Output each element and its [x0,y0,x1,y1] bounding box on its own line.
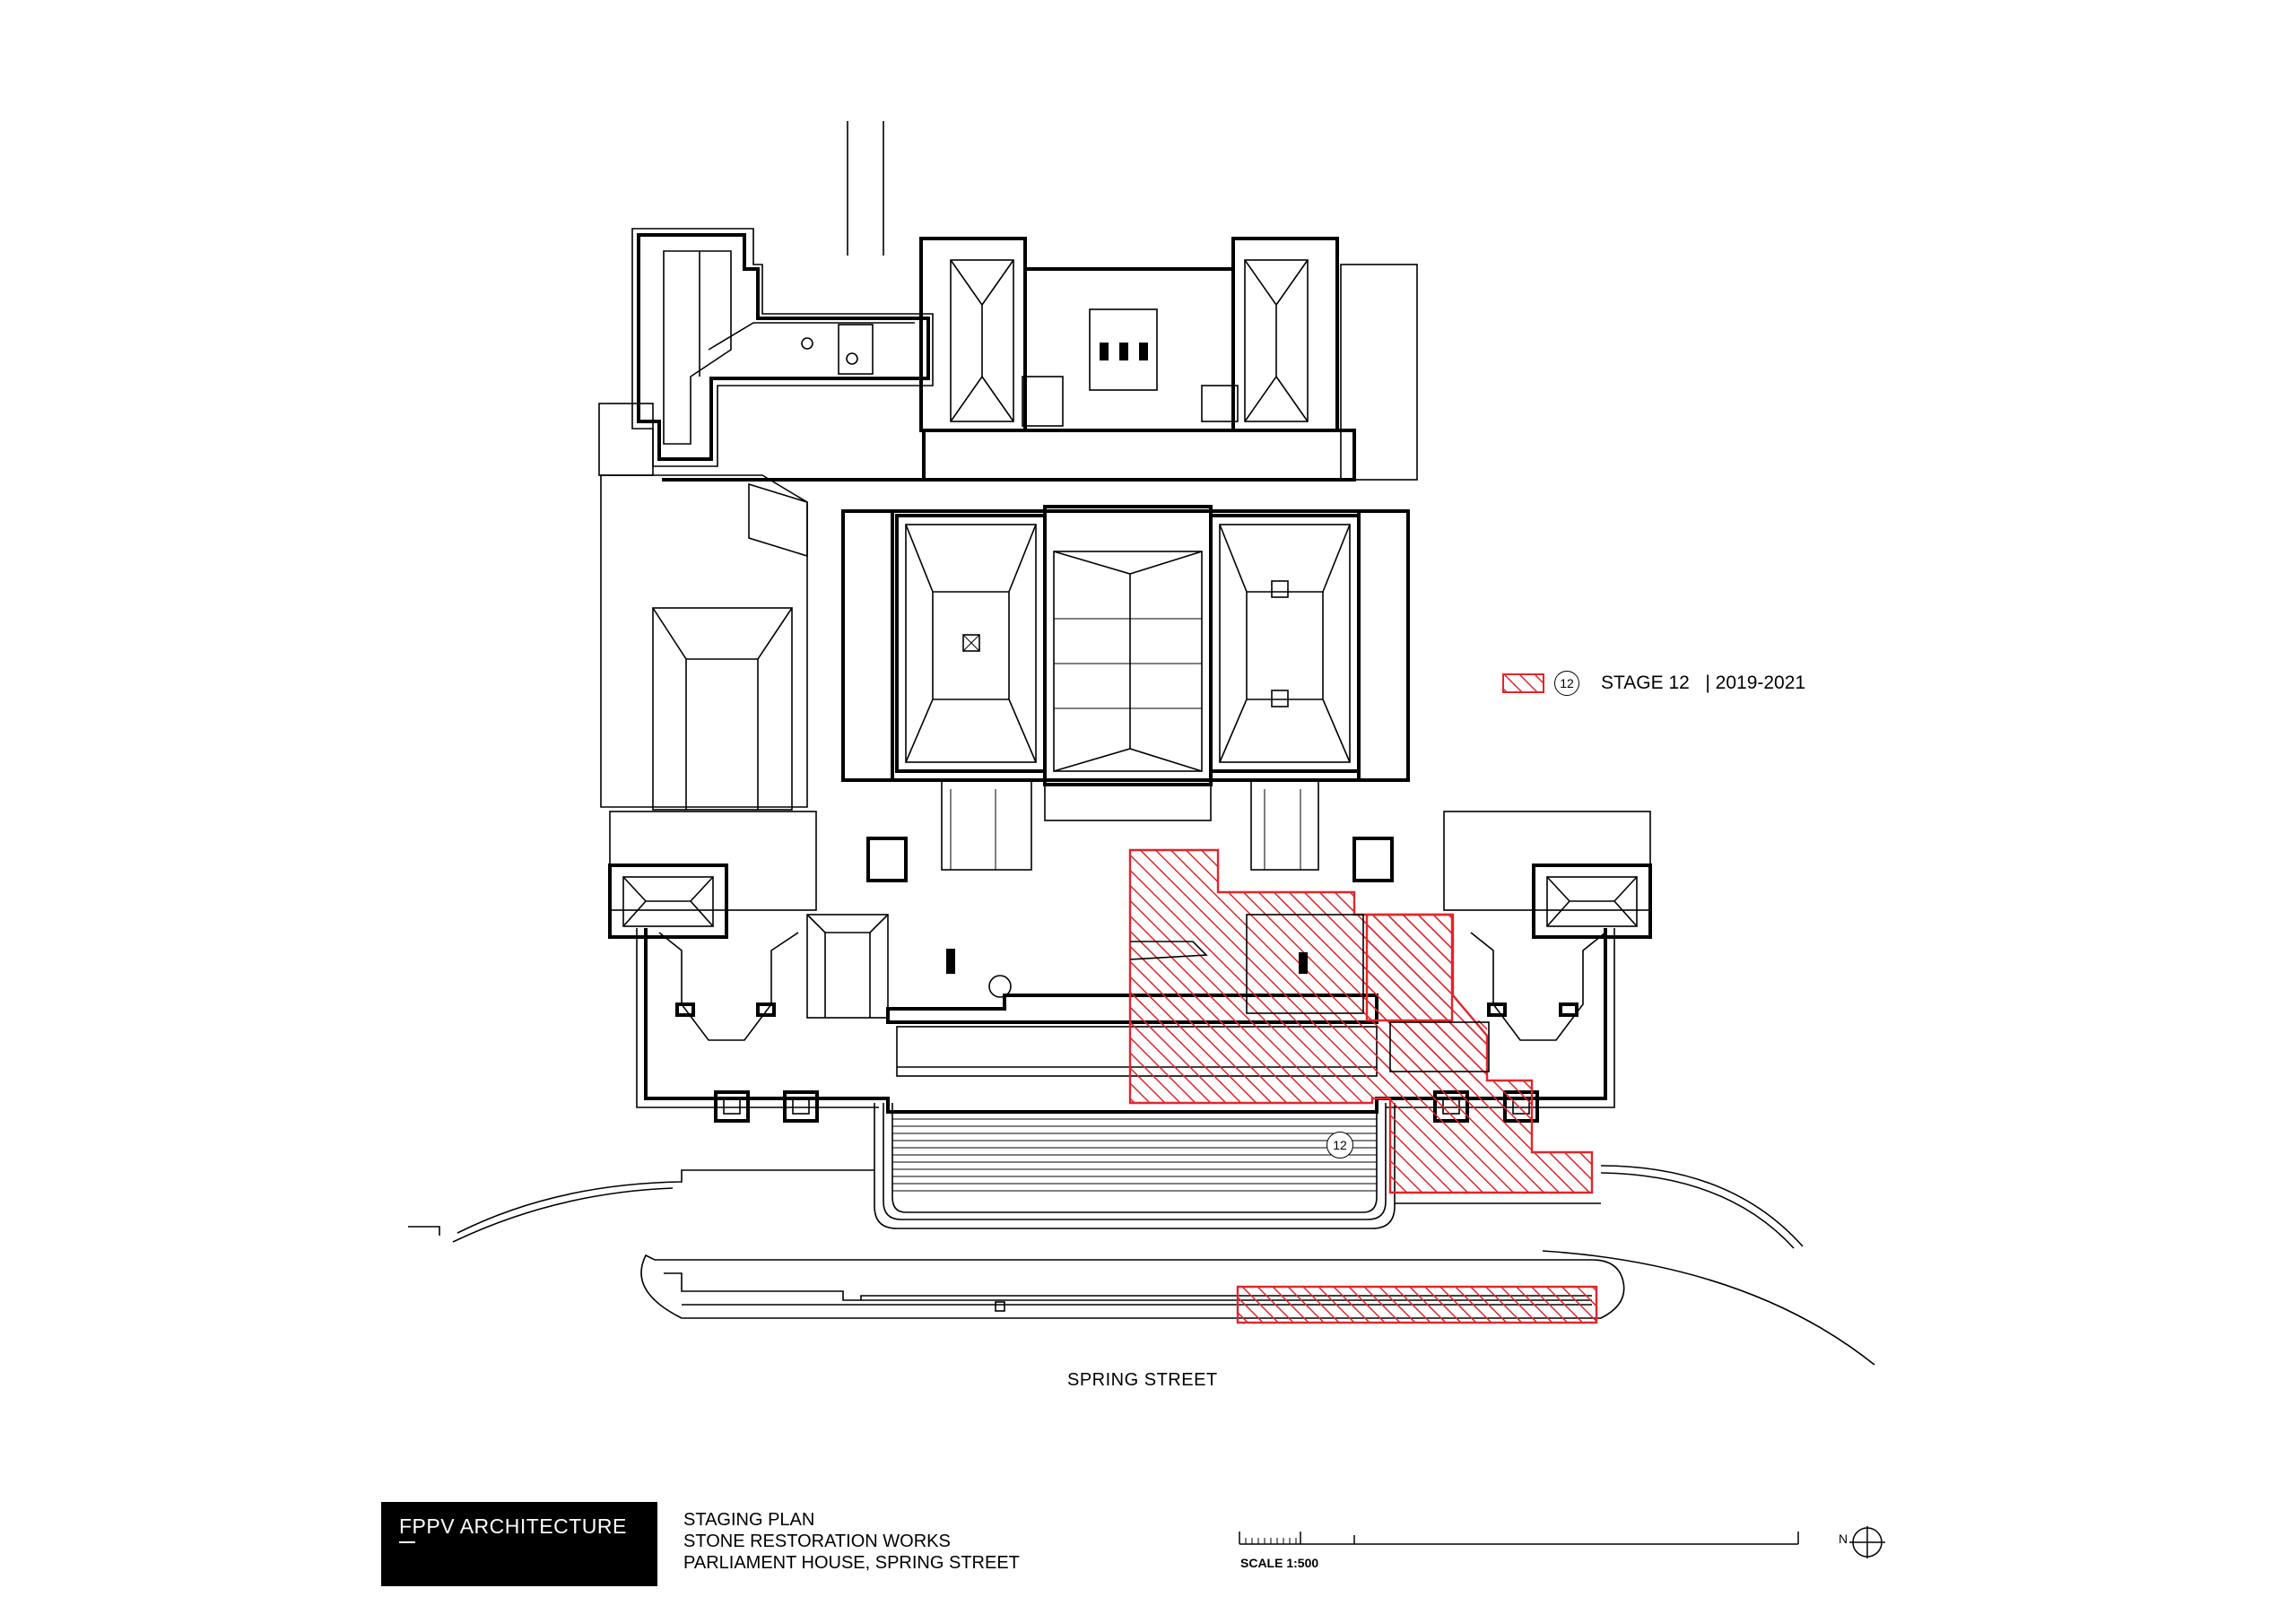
street-label: SPRING STREET [1067,1370,1218,1390]
stage-12-scaffold-area [1128,848,1598,1324]
firm-underline [399,1541,415,1543]
north-label: N [1839,1532,1848,1546]
legend-stage-number: 12 [1554,671,1579,696]
front-steps [874,1103,1396,1229]
north-wing [598,121,1418,482]
project-line-1: STAGING PLAN [683,1510,815,1530]
title-block-firm: FPPV ARCHITECTURE [381,1502,657,1586]
street-kerbs [408,1165,1875,1366]
scale-label: SCALE 1:500 [1240,1556,1319,1570]
legend-stage-text: STAGE 12 | 2019-2021 [1601,673,1805,694]
legend-separator: | [1705,673,1710,693]
firm-name: FPPV ARCHITECTURE [399,1515,627,1538]
legend-period: 2019-2021 [1715,673,1806,693]
stage-callout-marker: 12 [1326,1132,1353,1159]
legend-stage-label: STAGE 12 [1601,673,1690,693]
central-halls [600,474,1410,882]
project-line-2: STONE RESTORATION WORKS [683,1532,951,1551]
project-line-3: PARLIAMENT HOUSE, SPRING STREET [683,1553,1020,1573]
legend-hatch-swatch [1502,673,1544,693]
north-symbol-icon [1849,1526,1885,1558]
scale-bar [1239,1532,1799,1545]
project-description: STAGING PLAN STONE RESTORATION WORKS PAR… [683,1509,1020,1574]
